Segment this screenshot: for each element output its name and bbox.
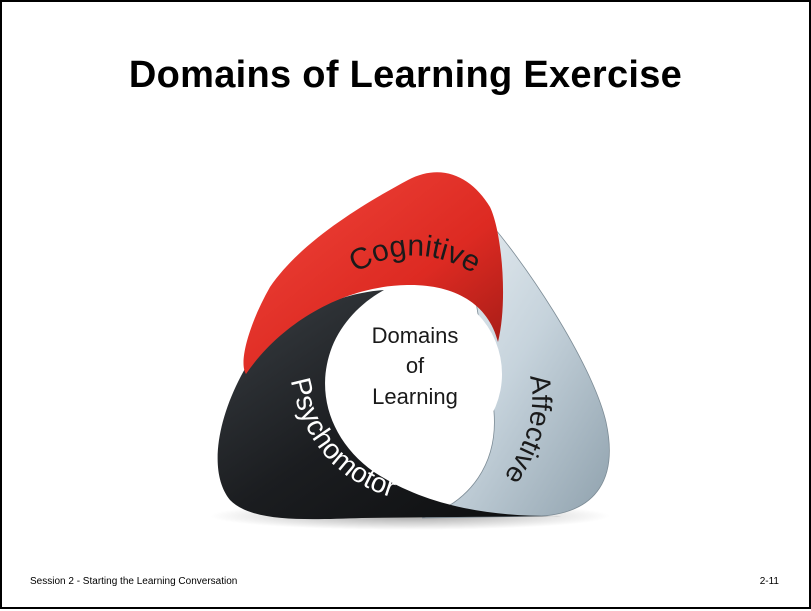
footer-page-number: 2-11 <box>759 576 779 587</box>
center-hole <box>330 288 502 460</box>
psychomotor-segment <box>217 290 563 520</box>
footer-session: Session 2 - Starting the Learning Conver… <box>30 576 238 587</box>
cognitive-segment <box>243 172 504 374</box>
center-line-3: Learning <box>372 384 458 409</box>
slide-title: Domains of Learning Exercise <box>128 54 683 96</box>
center-label: Domains of Learning <box>372 323 459 409</box>
center-line-1: Domains <box>372 323 459 348</box>
center-line-2: of <box>406 353 425 378</box>
